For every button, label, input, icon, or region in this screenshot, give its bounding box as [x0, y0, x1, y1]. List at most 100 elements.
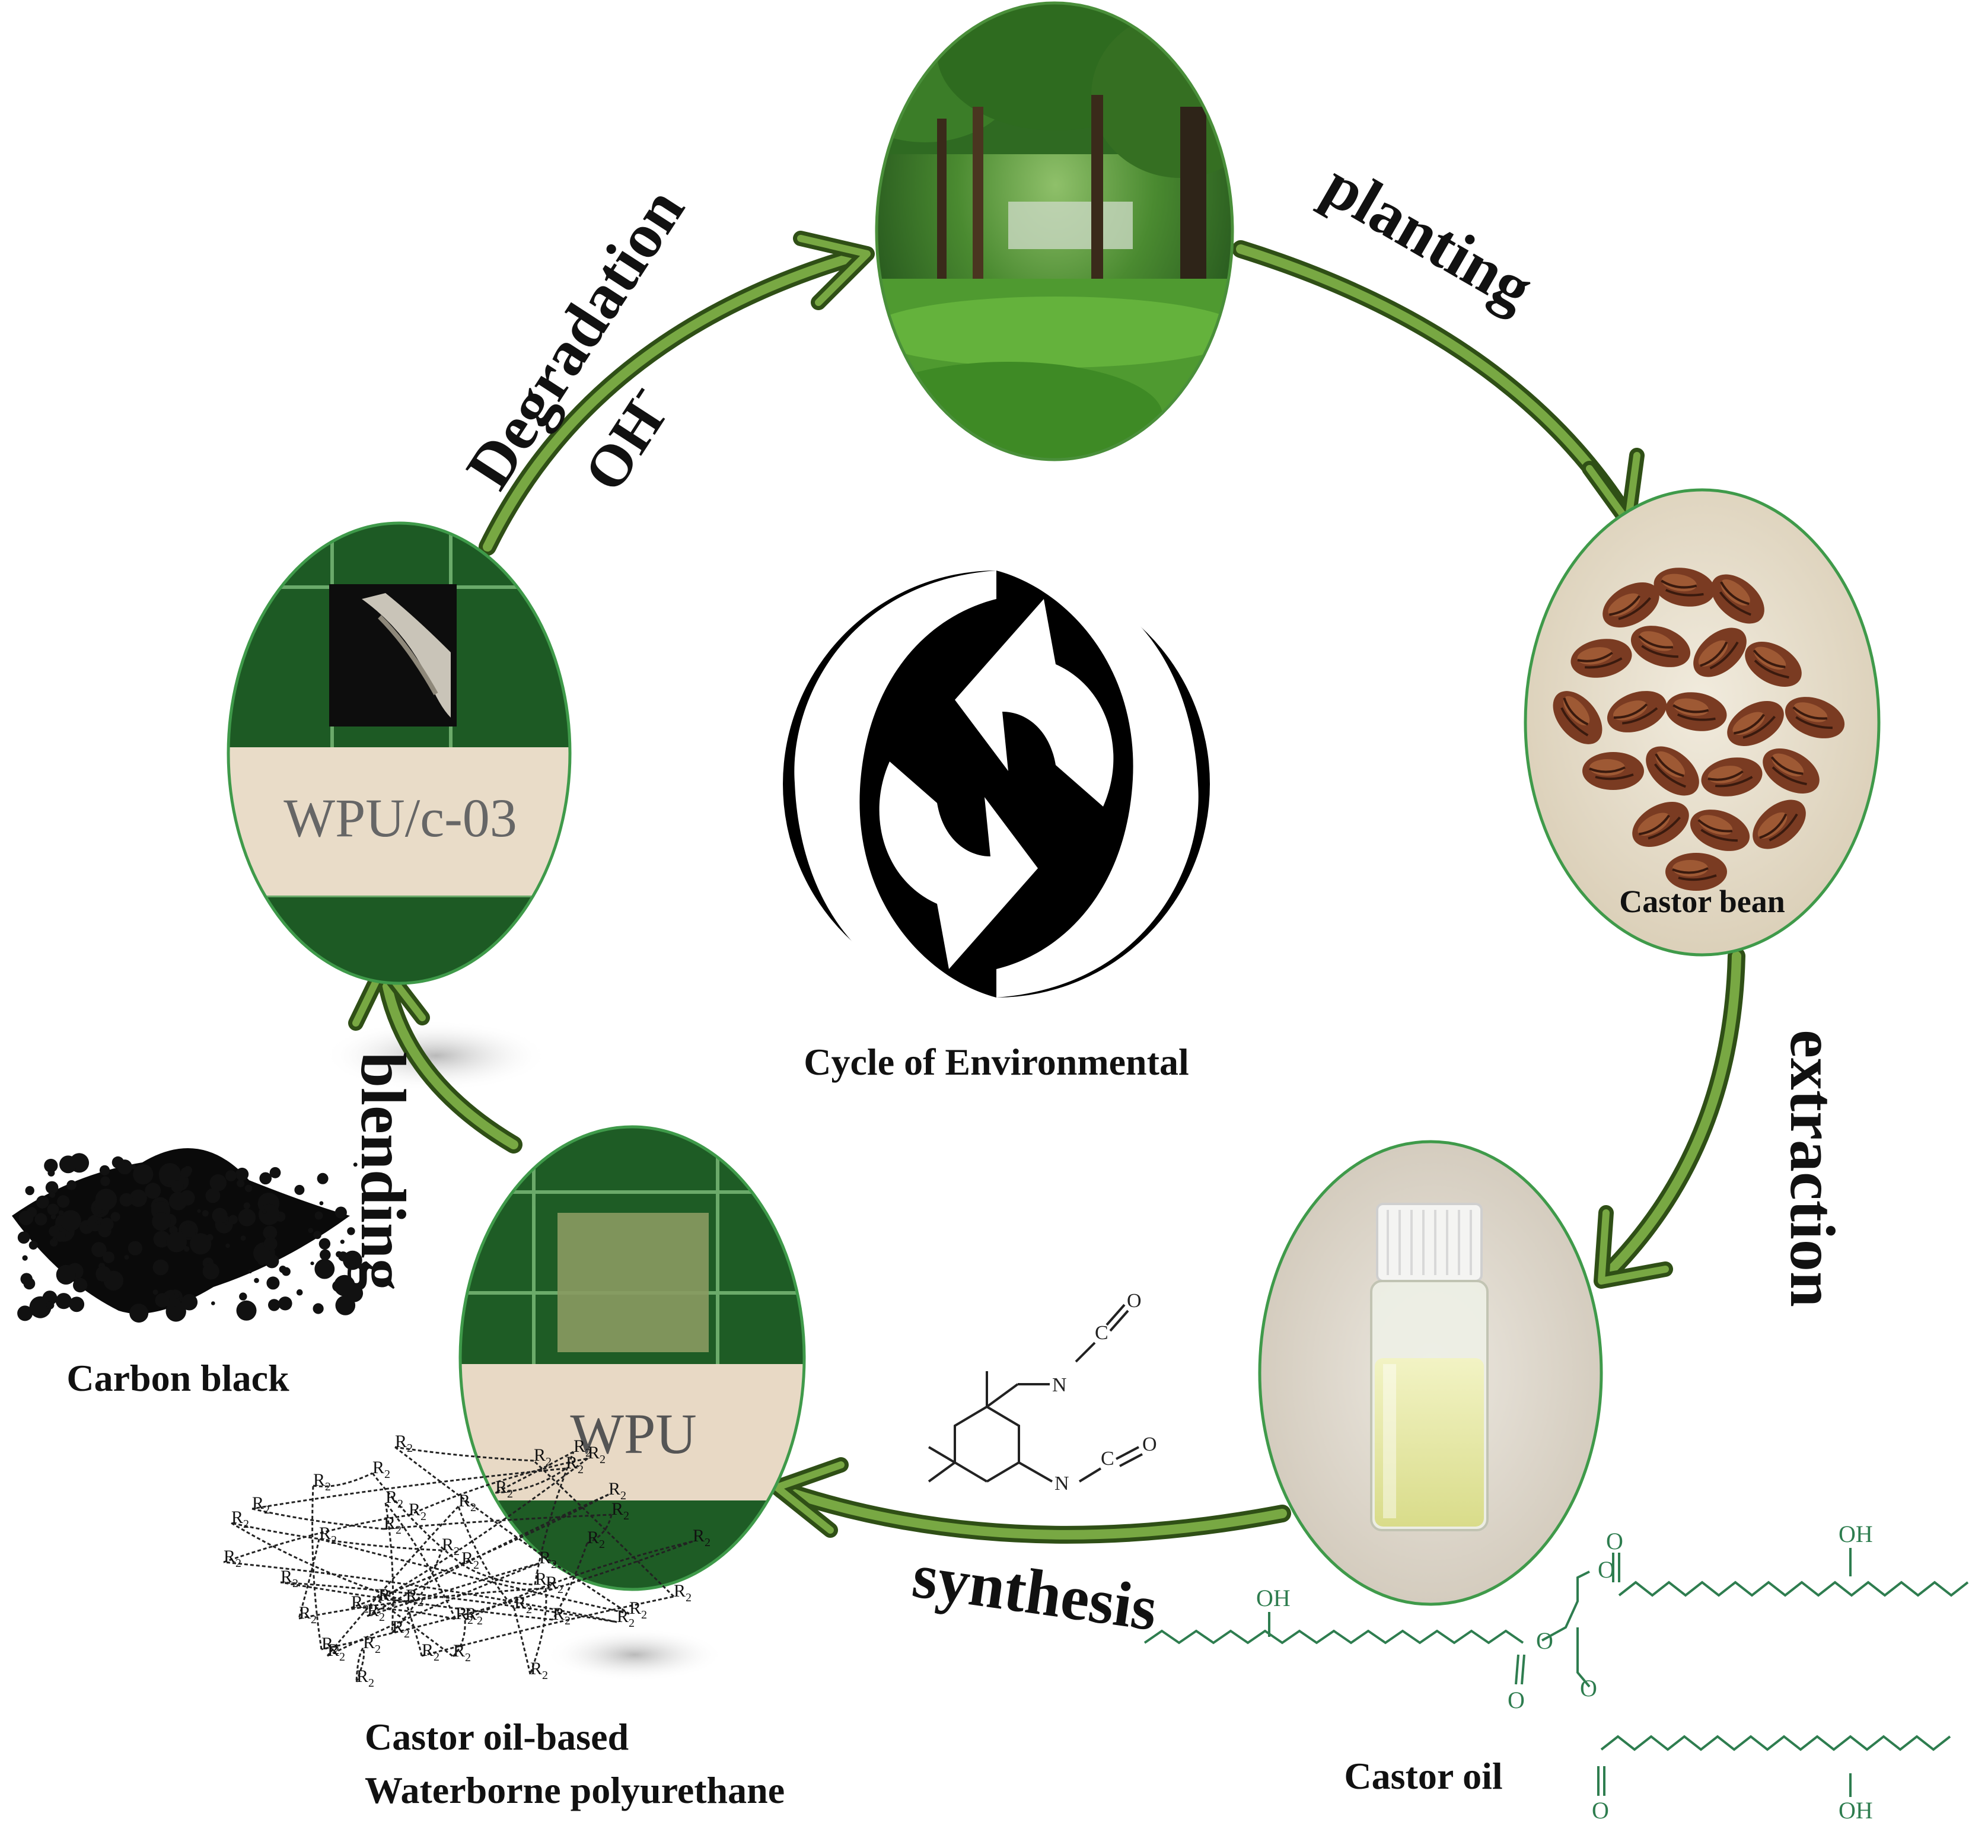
- polymer-chain: [404, 1601, 423, 1656]
- carbon-black-photo: Carbon black: [12, 1148, 364, 1399]
- shadow: [546, 1628, 724, 1681]
- r2-group: R2: [351, 1592, 369, 1616]
- carbon-particle: [263, 1237, 278, 1251]
- carbon-particle: [334, 1275, 355, 1296]
- carbon-particle: [211, 1301, 215, 1305]
- carbon-particle: [263, 1225, 278, 1240]
- polymer-chain: [394, 1446, 630, 1615]
- arrow-planting: [1232, 240, 1645, 530]
- castor-bean: [1785, 697, 1845, 738]
- carbon-particle: [58, 1210, 64, 1216]
- carbon-particle: [66, 1180, 77, 1190]
- carbon-particle: [45, 1181, 59, 1194]
- shadow: [323, 1020, 549, 1091]
- polymer-chain: [552, 1543, 588, 1620]
- carbon-particle: [279, 1266, 286, 1273]
- step-label-synthesis: synthesis: [909, 1540, 1162, 1644]
- carbon-particle: [44, 1158, 58, 1173]
- r2-group: R2: [530, 1659, 548, 1682]
- carbon-particle: [100, 1176, 110, 1186]
- carbon-particle: [28, 1241, 38, 1250]
- polymer-chain: [495, 1451, 574, 1494]
- carbon-particle: [133, 1164, 154, 1185]
- polymer-chain: [251, 1508, 384, 1530]
- carbon-particle: [59, 1155, 77, 1174]
- carbon-particle: [119, 1193, 133, 1207]
- carbon-particle: [158, 1163, 181, 1186]
- carbon-particle: [50, 1214, 56, 1219]
- r2-group: R2: [372, 1458, 390, 1481]
- castor-bean: [1745, 642, 1802, 687]
- carbon-particle: [155, 1293, 170, 1308]
- carbon-particle: [212, 1207, 228, 1223]
- carbon-particle: [131, 1164, 136, 1170]
- carbon-particle: [111, 1156, 125, 1169]
- carbon-particle: [349, 1260, 356, 1267]
- carbon-particle: [174, 1293, 180, 1299]
- carbon-particle: [100, 1218, 114, 1231]
- carbon-particle: [262, 1209, 267, 1214]
- carbon-particle: [91, 1242, 107, 1257]
- polymer-chain: [394, 1446, 534, 1462]
- wpuc-sample-label: WPU/c-03: [283, 788, 517, 848]
- carbon-particle: [202, 1263, 219, 1280]
- carbon-particle: [190, 1233, 212, 1255]
- carbon-particle: [124, 1255, 129, 1260]
- carbon-particle: [103, 1251, 115, 1263]
- castor-bean: [1654, 568, 1715, 607]
- recycle-symbol-icon: Cycle of Environmental: [783, 569, 1210, 1083]
- carbon-particle: [29, 1296, 52, 1318]
- polymer-chain: [355, 1648, 365, 1683]
- carbon-particle: [238, 1209, 256, 1226]
- wpu-sample-label: WPU: [570, 1402, 696, 1465]
- carbon-particle: [56, 1264, 76, 1285]
- carbon-particle: [128, 1241, 142, 1256]
- carbon-particle: [236, 1300, 257, 1321]
- polymer-chain: [383, 1514, 612, 1530]
- polymer-chain: [313, 1472, 373, 1487]
- carbon-particle: [49, 1238, 58, 1247]
- r2-group: R2: [395, 1432, 413, 1455]
- carbon-particle: [49, 1191, 56, 1198]
- castor-oil-photo: [1258, 1140, 1603, 1606]
- carbon-black-pile: [12, 1148, 364, 1323]
- carbon-particle: [268, 1299, 281, 1311]
- polymer-chain: [534, 1451, 575, 1585]
- arrow-synthesis: [769, 1457, 1291, 1544]
- wpuc-sample-photo: WPU/c-03: [227, 521, 572, 985]
- polymer-chain: [355, 1648, 364, 1683]
- atom-o: O: [1606, 1528, 1623, 1554]
- carbon-particle: [336, 1251, 342, 1258]
- polymer-chain: [231, 1522, 442, 1551]
- carbon-particle: [197, 1209, 201, 1213]
- carbon-particle: [180, 1167, 192, 1178]
- carbon-particle: [145, 1183, 161, 1199]
- polymer-chain: [529, 1588, 547, 1675]
- polymer-chain: [311, 1485, 323, 1650]
- carbon-particle: [258, 1203, 280, 1225]
- carbon-particle: [152, 1289, 158, 1295]
- carbon-particle: [110, 1212, 120, 1222]
- polymer-chain: [327, 1562, 540, 1657]
- castor-bean: [1665, 692, 1727, 731]
- atom-o: O: [1598, 1556, 1615, 1583]
- polymer-chain: [495, 1467, 566, 1494]
- atom-o: O: [1127, 1290, 1142, 1312]
- carbon-particle: [129, 1304, 149, 1323]
- wpu-caption-line2: Waterborne polyurethane: [365, 1769, 785, 1811]
- carbon-particle: [18, 1210, 34, 1225]
- castor-bean: [1763, 748, 1820, 794]
- carbon-particle: [340, 1240, 345, 1244]
- polymer-chain: [223, 1561, 617, 1623]
- r2-group: R2: [674, 1581, 692, 1604]
- arrow-extraction: [1594, 947, 1745, 1289]
- castor-bean: [1665, 853, 1727, 891]
- castor-bean: [1711, 574, 1764, 624]
- carbon-particle: [248, 1269, 252, 1274]
- carbon-particle: [34, 1213, 47, 1226]
- polymer-chain: [408, 1457, 588, 1516]
- r2-group: R2: [458, 1491, 476, 1514]
- polymer-chain: [378, 1457, 588, 1602]
- step-label-extraction: extraction: [1777, 1030, 1847, 1307]
- r2-group: R2: [406, 1586, 423, 1609]
